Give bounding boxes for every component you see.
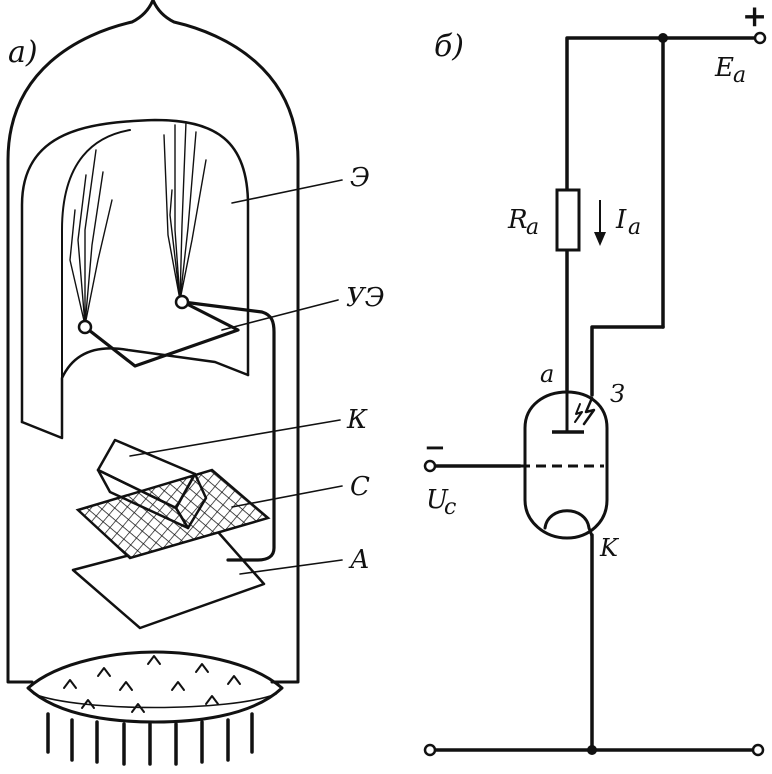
tube-symbol — [520, 390, 609, 540]
panel-b: б) — [423, 0, 767, 757]
terminal-grid — [423, 459, 437, 473]
anode-label: a — [540, 360, 554, 388]
control-electrode — [77, 294, 276, 562]
resistor — [555, 188, 581, 252]
circuit-wires — [428, 36, 760, 752]
panel-a-label: а) — [8, 35, 38, 70]
cathode-block — [96, 438, 208, 530]
resistor-label-main: R — [507, 205, 528, 235]
grid-sign: − — [424, 433, 446, 463]
resistor-label-sub: a — [526, 215, 539, 240]
emitter-label: З — [610, 380, 625, 408]
supply-label-sub: a — [733, 63, 746, 88]
tube-base — [26, 650, 284, 724]
label-control-electrode: УЭ — [346, 283, 385, 313]
terminal-bottom-left — [423, 743, 437, 757]
cathode-label: K — [599, 534, 620, 562]
label-anode: А — [348, 545, 370, 575]
supply-label-main: E — [714, 53, 734, 83]
grid-label-sub: c — [444, 495, 456, 520]
supply-sign: + — [742, 0, 767, 34]
current-label-sub: a — [628, 215, 641, 240]
terminal-supply — [753, 31, 767, 45]
panel-a: а) — [6, 0, 385, 766]
current-arrow — [594, 200, 606, 246]
junction-bottom — [587, 745, 597, 755]
panel-b-label: б) — [434, 29, 464, 64]
label-emitter: Э — [350, 163, 370, 193]
tube-pins — [46, 712, 254, 766]
label-cathode: К — [346, 405, 368, 435]
emission-fan-lines — [69, 121, 207, 326]
glass-envelope — [6, 0, 300, 684]
callout-lines — [129, 179, 343, 575]
grid-mesh — [75, 468, 271, 560]
grid-label-main: U — [426, 485, 449, 515]
current-label-main: I — [615, 205, 627, 235]
label-grid: С — [350, 472, 370, 502]
emitter-screen — [20, 118, 250, 440]
junction-top — [658, 33, 668, 43]
terminal-bottom-right — [751, 743, 765, 757]
